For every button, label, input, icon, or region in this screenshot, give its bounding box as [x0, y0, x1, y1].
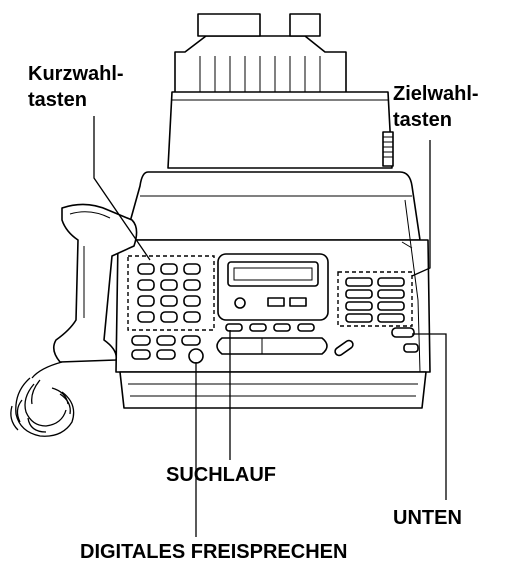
speakerphone-button-icon: [188, 348, 204, 364]
down-label: UNTEN: [393, 507, 462, 529]
speed-dial-label-line2: tasten: [28, 89, 87, 111]
speed-dial-keypad: [127, 255, 215, 331]
one-touch-keypad: [337, 271, 419, 353]
one-touch-label-line2: tasten: [393, 109, 452, 131]
search-label: SUCHLAUF: [166, 464, 276, 486]
paper-tray: [167, 13, 394, 169]
speed-dial-label-line1: Kurzwahl-: [28, 63, 124, 85]
one-touch-label-line1: Zielwahl-: [393, 83, 479, 105]
coiled-cord: [10, 361, 75, 437]
lower-button-icon: [391, 327, 415, 338]
digital-speakerphone-label: DIGITALES FREISPRECHEN: [80, 541, 348, 563]
handset: [52, 203, 138, 363]
callout-lines: [93, 116, 447, 537]
lower-buttons: [131, 335, 204, 364]
control-panel: [216, 253, 354, 357]
